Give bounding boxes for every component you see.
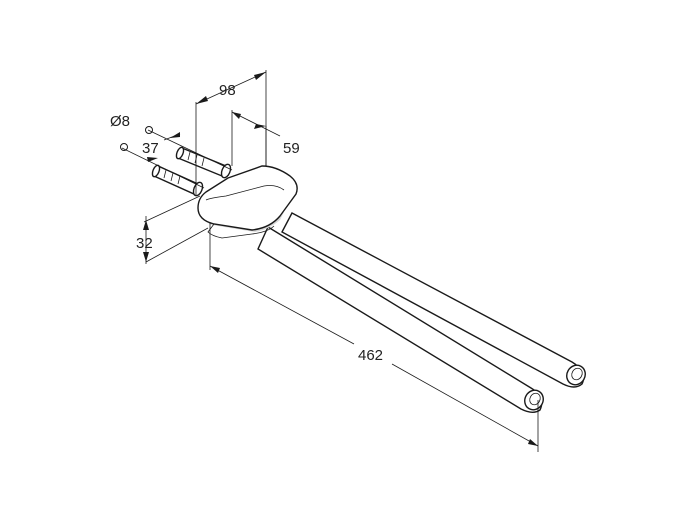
lower-screw bbox=[151, 164, 204, 197]
dimension-screw-diameter-label: Ø8 bbox=[110, 113, 130, 130]
dimension-screws: Ø8 37 bbox=[110, 113, 181, 162]
dimension-59-label: 59 bbox=[283, 140, 300, 157]
upper-screw-marker bbox=[145, 126, 153, 134]
dimension-32-label: 32 bbox=[136, 235, 153, 252]
upper-screw bbox=[175, 146, 232, 179]
dimension-screw-length-label: 37 bbox=[142, 140, 159, 157]
lower-arm-end-cap bbox=[524, 389, 544, 411]
dimension-98-label: 98 bbox=[219, 82, 236, 99]
towel-rail-arms bbox=[257, 212, 586, 413]
lower-screw-marker bbox=[120, 143, 128, 151]
dimension-462-label: 462 bbox=[358, 347, 383, 364]
lower-arm bbox=[257, 225, 544, 413]
upper-arm-end-cap bbox=[566, 364, 586, 386]
upper-arm bbox=[281, 212, 586, 388]
mounting-screws bbox=[120, 126, 233, 197]
dimension-32: 32 bbox=[136, 195, 209, 264]
wall-bracket bbox=[197, 165, 298, 239]
dimension-59: 59 bbox=[231, 110, 300, 166]
dimension-462: 462 bbox=[209, 222, 539, 452]
